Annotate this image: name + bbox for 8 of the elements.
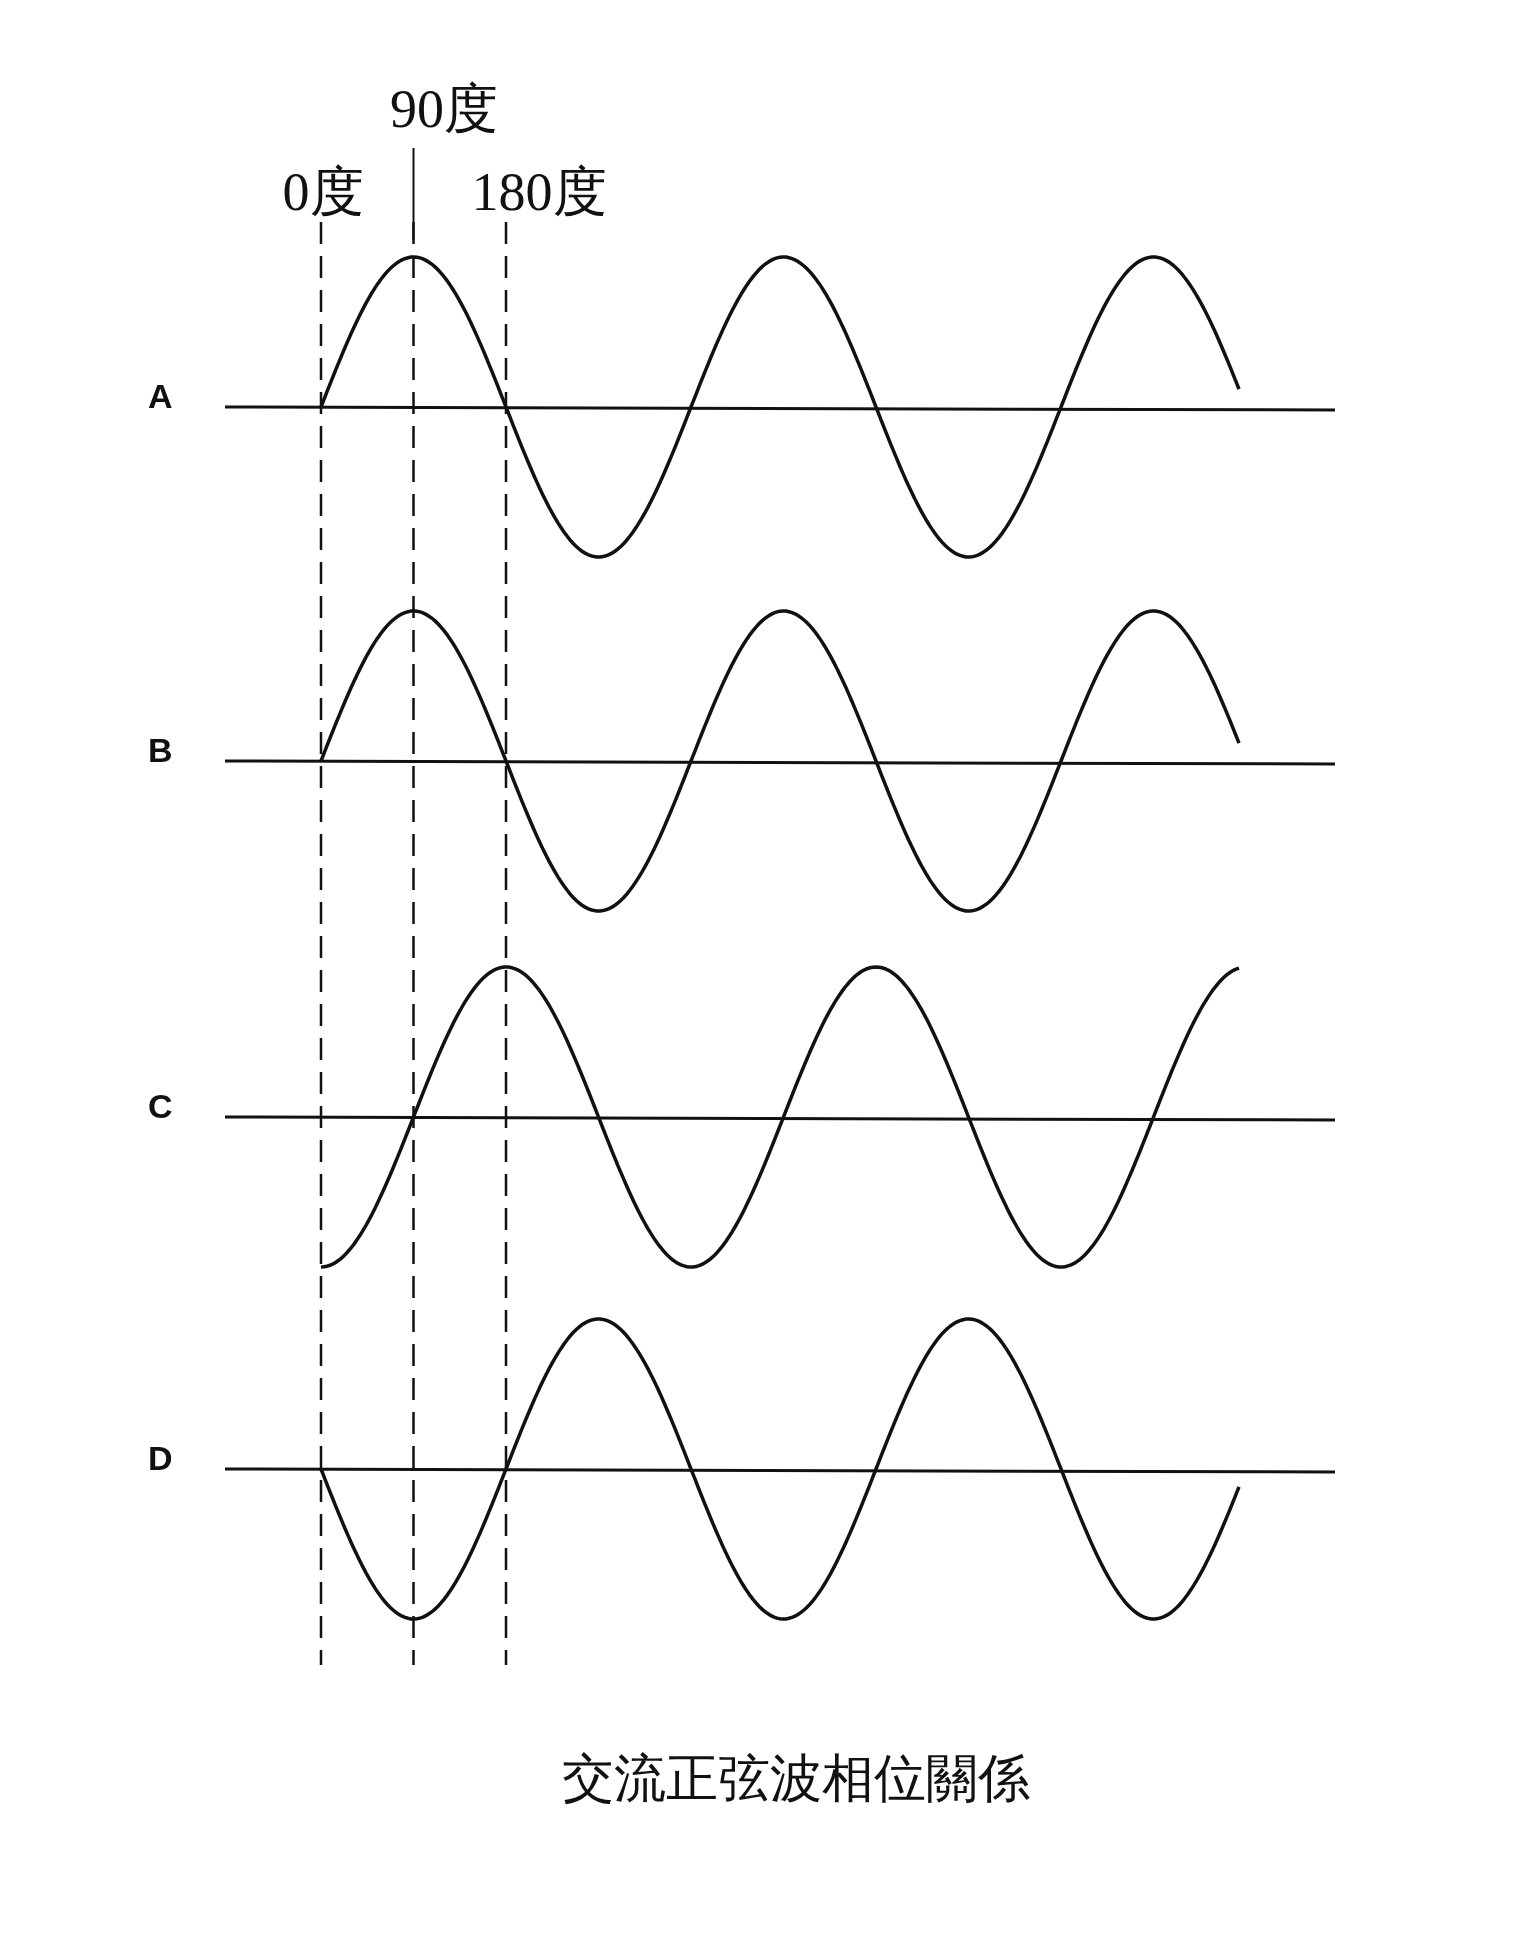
angle-label: 180度 [471, 165, 607, 219]
angle-label: 0度 [282, 165, 364, 219]
angle-label: 90度 [390, 82, 498, 136]
wave-label: B [148, 733, 173, 767]
wave-label: D [148, 1441, 173, 1475]
wave-label: A [148, 379, 173, 413]
wave-label: C [148, 1089, 173, 1123]
caption: 交流正弦波相位關係 [562, 1752, 1030, 1804]
